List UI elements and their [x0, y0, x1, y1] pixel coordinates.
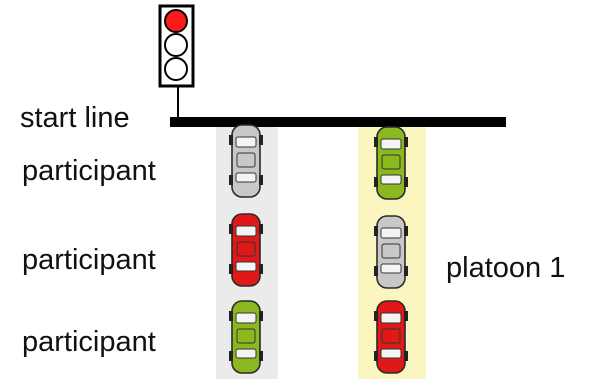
platoon-label: platoon 1 [446, 252, 566, 284]
participant-label-2: participant [22, 244, 156, 276]
car-participant-3 [228, 300, 264, 374]
car-platoon-3 [373, 300, 409, 374]
participant-label-1: participant [22, 155, 156, 187]
car-platoon-1 [373, 126, 409, 200]
start-line-label: start line [20, 102, 130, 134]
car-platoon-2 [373, 215, 409, 289]
participant-label-3: participant [22, 326, 156, 358]
bottom-lamp [164, 57, 188, 81]
start-line-bar [170, 117, 506, 127]
middle-lamp [164, 33, 188, 57]
red-lamp [164, 9, 188, 33]
car-participant-2 [228, 213, 264, 287]
car-participant-1 [228, 124, 264, 198]
